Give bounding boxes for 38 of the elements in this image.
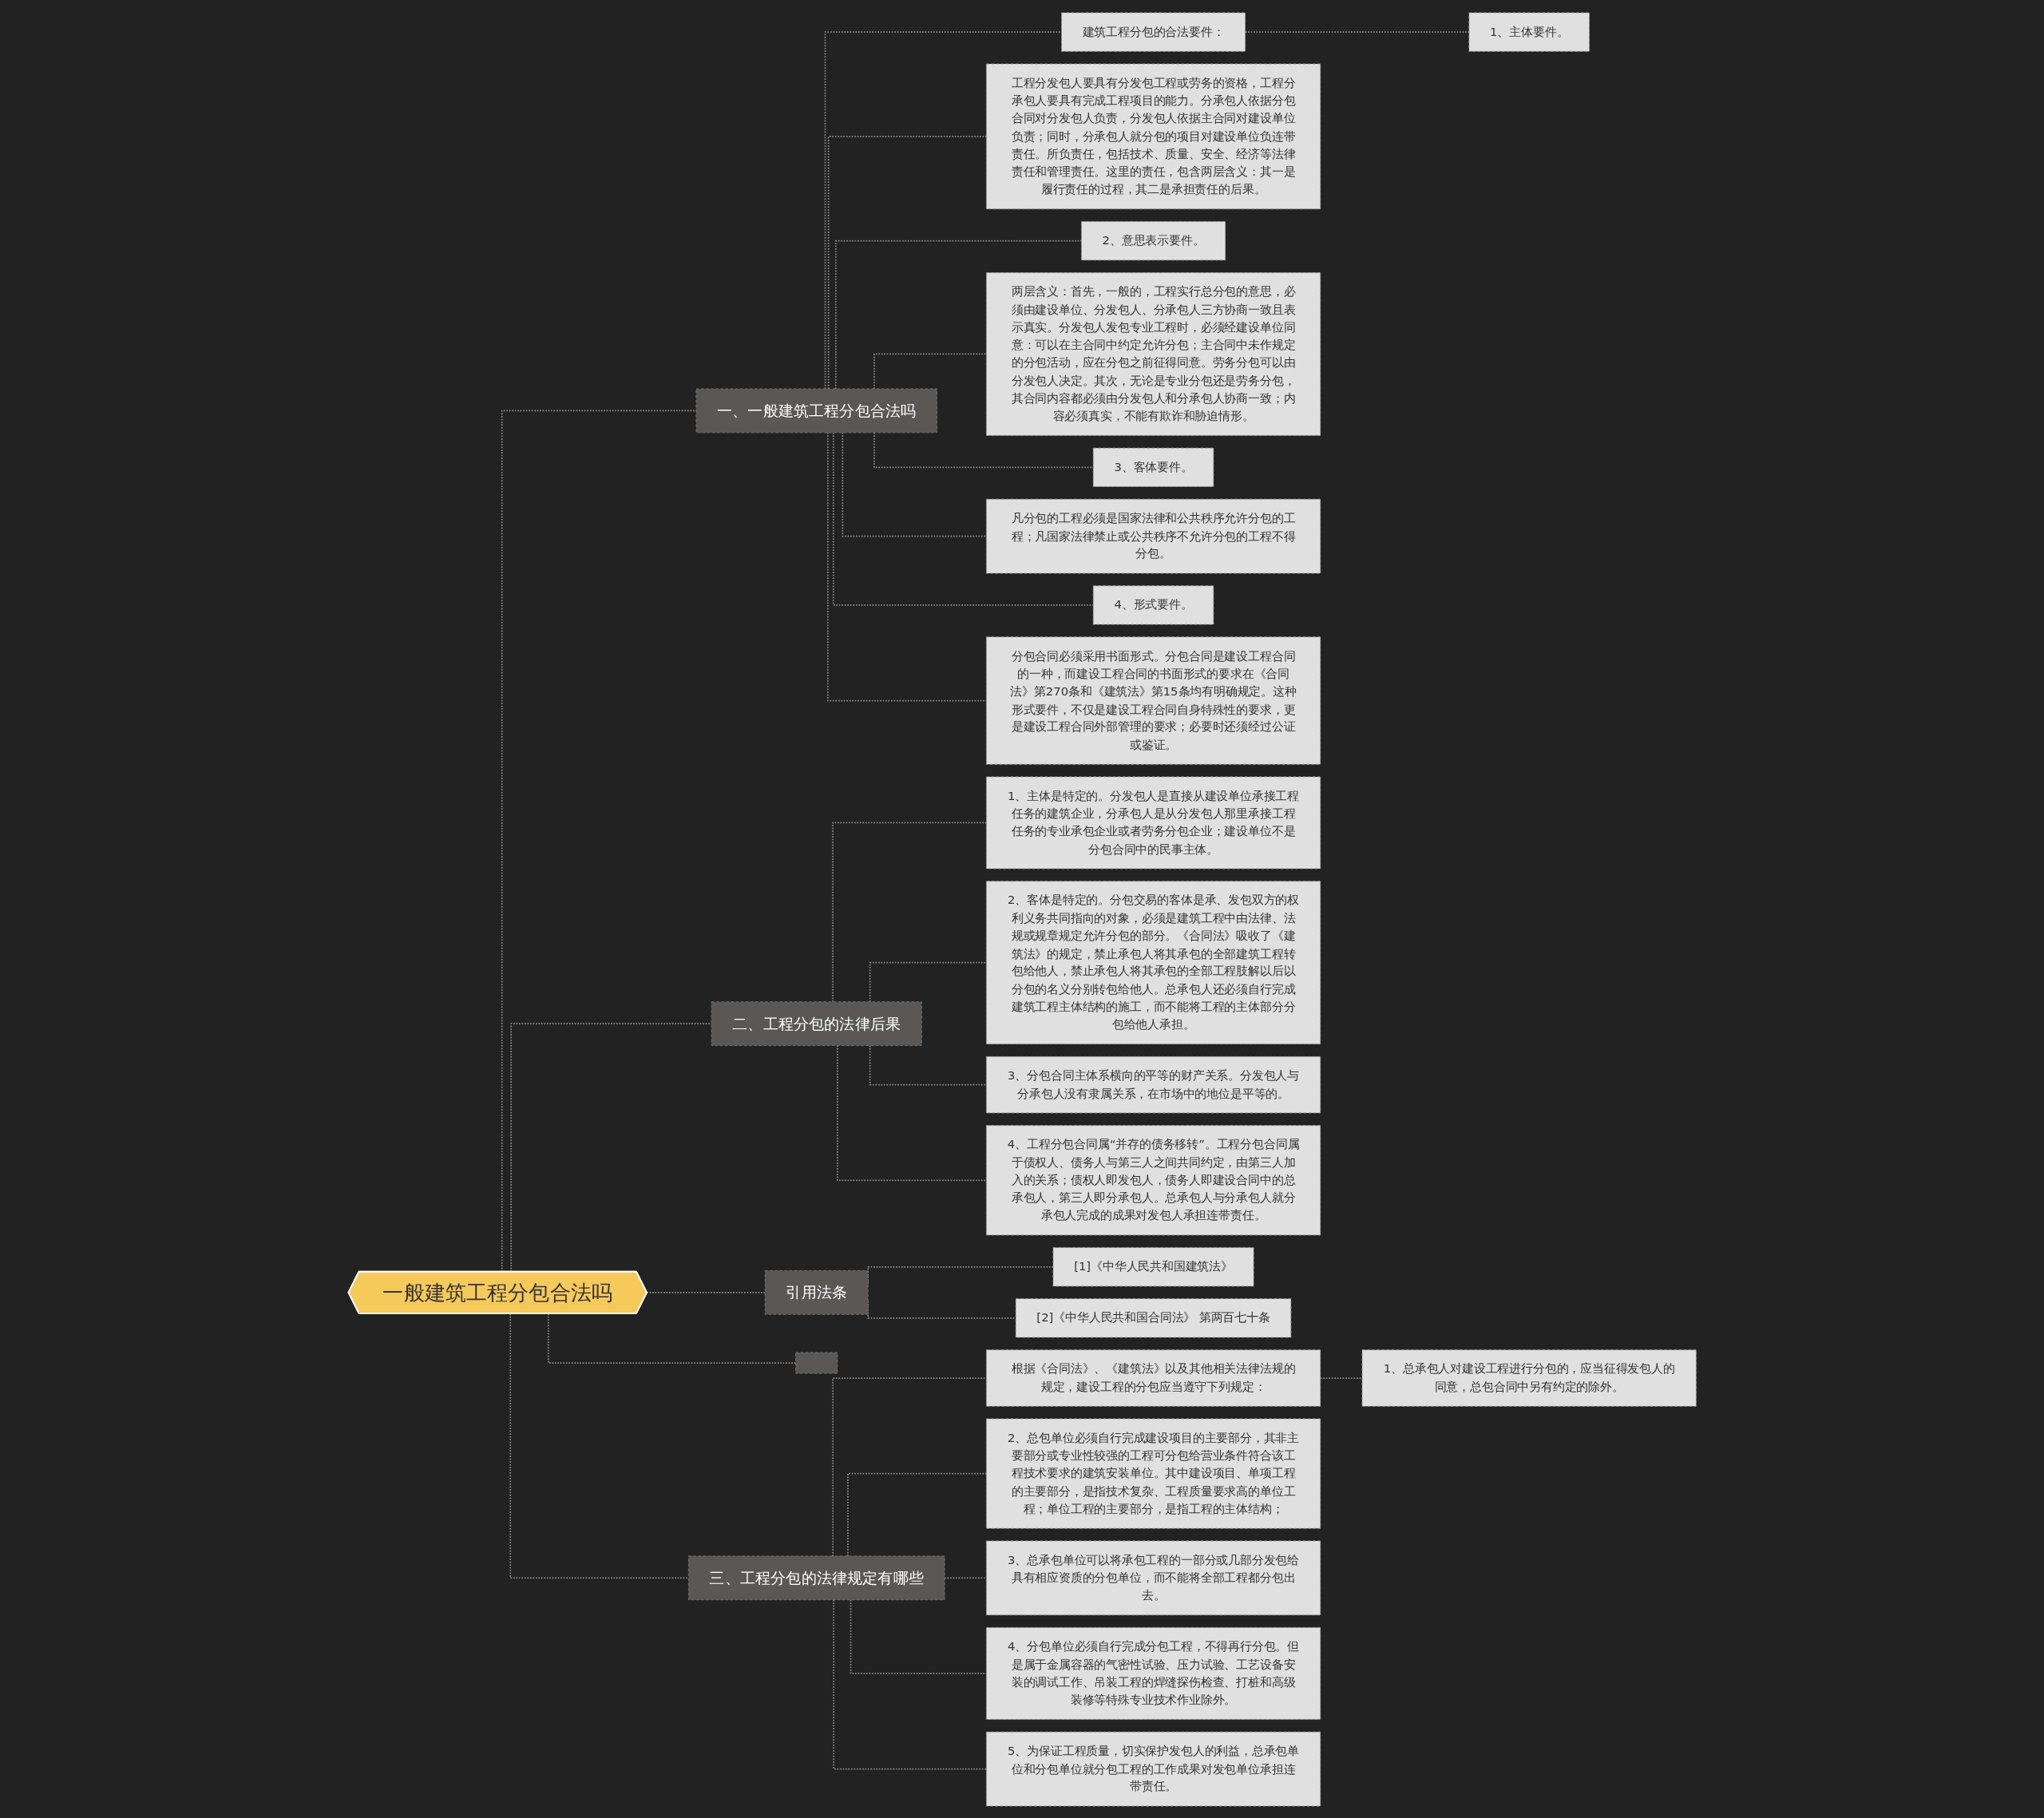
connector bbox=[826, 431, 987, 701]
connector bbox=[509, 1313, 689, 1578]
node-box: 2、客体是特定的。分包交易的客体是承、发包双方的权利义务共同指向的对象，必须是建筑工程中由法律、法规或规章规定允许分包的部分。《合同法》吸收了《建筑法》的规定，禁止承包人将其承包的全部建筑工程转包给他人，禁止承包人将其承包的全部工程肢解以后以分包的名义分别转包给他人。总承包人还必须自行完成建筑工程主体结构的施工，而不能将工程的主体部分分包给他人承担。 bbox=[985, 880, 1321, 1044]
connector bbox=[873, 431, 1094, 468]
node-box: 2、意思表示要件。 bbox=[1080, 220, 1226, 260]
node-box: [1]《中华人民共和国建筑法》 bbox=[1052, 1246, 1254, 1286]
node-box: 凡分包的工程必须是国家法律和公共秩序允许分包的工程；凡国家法律禁止或公共秩序不允许分包的工程不得分包。 bbox=[985, 498, 1321, 573]
node-box: 1、主体要件。 bbox=[1468, 12, 1590, 52]
connector bbox=[1319, 1376, 1363, 1379]
node-box: 3、总承包单位可以将承包工程的一部分或几部分发包给具有相应资质的分包单位，而不能将全部工程都分包出去。 bbox=[985, 1540, 1321, 1615]
node-box: 一、一般建筑工程分包合法吗 bbox=[695, 388, 937, 433]
node-box: 分包合同必须采用书面形式。分包合同是建设工程合同的一种，而建设工程合同的书面形式的要求在《合同法》第270条和《建筑法》第15条均有明确规定。这种形式要件，不仅是建设工程合同自身特殊性的要求，更是建设工程合同外部管理的要求；必要时还须经过公证或鉴证。 bbox=[985, 636, 1321, 765]
node-box: 3、客体要件。 bbox=[1092, 447, 1214, 487]
connector bbox=[832, 431, 1094, 606]
connector bbox=[850, 1598, 987, 1674]
node-box: 二、工程分包的法律后果 bbox=[711, 1000, 922, 1046]
node-box: 1、总承包人对建设工程进行分包的，应当征得发包人的同意，总包合同中另有约定的除外。 bbox=[1361, 1349, 1697, 1407]
node-box: 1、主体是特定的。分发包人是直接从建设单位承接工程任务的建筑企业，分承包人是从分发包人那里承接工程任务的专业承包企业或者劳务分包企业；建设单位不是分包合同中的民事主体。 bbox=[985, 776, 1321, 869]
node-box: 工程分发包人要具有分发包工程或劳务的资格，工程分承包人要具有完成工程项目的能力。分承包人依据分包合同对分发包人负责，分发包人依据主合同对建设单位负责；同时，分承包人就分包的项目对建设单位负连带责任。所负责任，包括技术、质量、安全、经济等法律责任和管理责任。这里的责任，包含两层含义：其一是履行责任的过程，其二是承担责任的后果。 bbox=[985, 63, 1321, 209]
node-box: 建筑工程分包的合法要件： bbox=[1060, 12, 1246, 52]
connector bbox=[869, 1044, 987, 1085]
node-box: 4、工程分包合同属“并存的债务移转”。工程分包合同属于债权人、债务人与第三人之间共同约定，由第三人加入的关系；债权人即发包人，债务人即建设合同中的总承包人，第三人即分承包人。总承包人与分承包人就分承包人完成的成果对发包人承担连带责任。 bbox=[985, 1124, 1321, 1235]
connector bbox=[547, 1313, 797, 1364]
connector bbox=[943, 1577, 987, 1578]
connector bbox=[836, 1044, 987, 1181]
connector bbox=[842, 431, 987, 537]
node-box: 4、分包单位必须自行完成分包工程，不得再行分包。但是属于金属容器的气密性试验、压力试验、工艺设备安装的调试工作、吊装工程的焊缝探伤检查、打桩和高级装修等特殊专业技术作业除外。 bbox=[985, 1626, 1321, 1720]
node-box bbox=[794, 1352, 838, 1374]
node-box: 根据《合同法》、《建筑法》以及其他相关法律法规的规定，建设工程的分包应当遵守下列规定： bbox=[985, 1349, 1321, 1407]
connector bbox=[832, 1598, 987, 1769]
node-box: 4、形式要件。 bbox=[1092, 584, 1214, 625]
node-box: 引用法条 bbox=[764, 1269, 869, 1315]
node-box: 5、为保证工程质量，切实保护发包人的利益，总承包单位和分包单位就分包工程的工作成果对发包单位承担连带责任。 bbox=[985, 1731, 1321, 1806]
node-box: 3、分包合同主体系横向的平等的财产关系。分发包人与分承包人没有隶属关系，在市场中的地位是平等的。 bbox=[985, 1056, 1321, 1113]
node-box: 两层含义：首先，一般的，工程实行总分包的意思，必须由建设单位、分发包人、分承包人三方协商一致且表示真实。分发包人发包专业工程时，必须经建设单位同意：可以在主合同中约定允许分包；主合同中未作规定的分包活动，应在分包之前征得同意。劳务分包可以由分发包人决定。其次，无论是专业分包还是劳务分包，其合同内容都必须由分发包人和分承包人协商一致；内容必须真实，不能有欺诈和胁迫情形。 bbox=[985, 271, 1321, 436]
node-box: [2]《中华人民共和国合同法》 第两百七十条 bbox=[1015, 1297, 1291, 1337]
node-box: 三、工程分包的法律规定有哪些 bbox=[687, 1555, 945, 1600]
node-box: 2、总包单位必须自行完成建设项目的主要部分，其非主要部分或专业性较强的工程可分包给营业条件符合该工程技术要求的建筑安装单位。其中建设项目、单项工程的主要部分，是指技术复杂、工程质量要求高的单位工程；单位工程的主要部分，是指工程的主体结构； bbox=[985, 1418, 1321, 1529]
